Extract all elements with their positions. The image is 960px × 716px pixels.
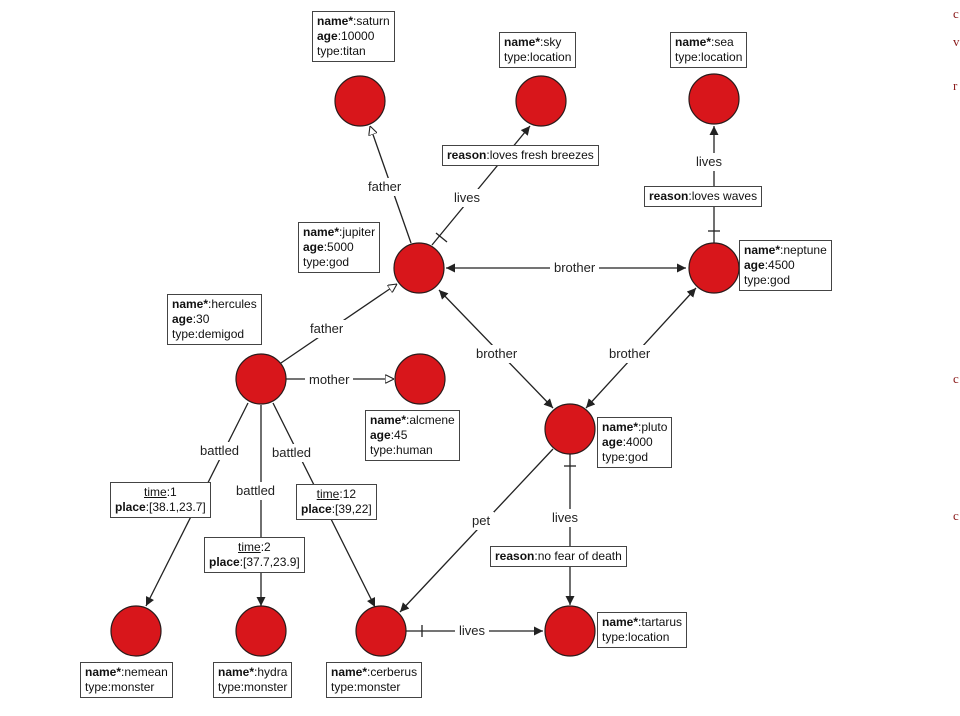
edge-props-jupiter-sky: reason:loves fresh breezes [442, 145, 599, 166]
edge-label-jupiter-saturn: father [364, 178, 406, 196]
node-sea[interactable] [688, 73, 740, 125]
props-hercules: name*:hercules age:30 type:demigod [167, 294, 262, 345]
edge-label-jupiter-pluto: brother [472, 345, 522, 363]
node-pluto[interactable] [544, 403, 596, 455]
side-text-5: c [953, 508, 959, 523]
node-cerberus[interactable] [355, 605, 407, 657]
edge-props-hercules-cerberus: time:12 place:[39,22] [296, 484, 377, 520]
edge-label-cerberus-tartarus: lives [455, 622, 490, 640]
props-sky: name*:sky type:location [499, 32, 577, 68]
edge-label-hercules-cerberus: battled [268, 444, 316, 462]
edge-label-neptune-sea: lives [692, 153, 727, 171]
side-text-4: c [953, 371, 959, 386]
node-sky[interactable] [515, 75, 567, 127]
tick-jupiter-sky [435, 232, 448, 243]
edge-label-pluto-tartarus: lives [548, 509, 583, 527]
edge-props-pluto-tartarus: reason:no fear of death [490, 546, 627, 567]
edge-pluto-cerberus [399, 448, 554, 613]
edge-label-hercules-alcmene: mother [305, 371, 354, 389]
node-alcmene[interactable] [394, 353, 446, 405]
node-jupiter[interactable] [393, 242, 445, 294]
node-saturn[interactable] [334, 75, 386, 127]
side-text-2: v [953, 34, 960, 49]
edge-label-jupiter-sky: lives [450, 189, 485, 207]
edge-label-jupiter-neptune: brother [550, 259, 600, 277]
props-jupiter: name*:jupiter age:5000 type:god [298, 222, 381, 273]
edge-label-pluto-cerberus: pet [468, 512, 495, 530]
node-hydra[interactable] [235, 605, 287, 657]
props-saturn: name*:saturn age:10000 type:titan [312, 11, 395, 62]
side-text-1: c [953, 6, 959, 21]
props-tartarus: name*:tartarus type:location [597, 612, 688, 648]
edge-props-hercules-hydra: time:2 place:[37.7,23.9] [204, 537, 305, 573]
edge-props-neptune-sea: reason:loves waves [644, 186, 763, 207]
props-sea: name*:sea type:location [670, 32, 748, 68]
node-hercules[interactable] [235, 353, 287, 405]
edge-jupiter-sky [431, 125, 531, 246]
side-text-3: r [953, 78, 958, 93]
props-neptune: name*:neptune age:4500 type:god [739, 240, 832, 291]
props-alcmene: name*:alcmene age:45 type:human [365, 410, 460, 461]
edge-label-hercules-hydra: battled [232, 482, 280, 500]
edge-label-hercules-nemean: battled [196, 442, 244, 460]
node-tartarus[interactable] [544, 605, 596, 657]
edge-label-neptune-pluto: brother [605, 345, 655, 363]
node-neptune[interactable] [688, 242, 740, 294]
props-nemean: name*:nemean type:monster [80, 662, 173, 698]
props-pluto: name*:pluto age:4000 type:god [597, 417, 673, 468]
edge-label-hercules-jupiter: father [306, 320, 348, 338]
props-cerberus: name*:cerberus type:monster [326, 662, 423, 698]
edge-props-hercules-nemean: time:1 place:[38.1,23.7] [110, 482, 211, 518]
node-nemean[interactable] [110, 605, 162, 657]
props-hydra: name*:hydra type:monster [213, 662, 293, 698]
